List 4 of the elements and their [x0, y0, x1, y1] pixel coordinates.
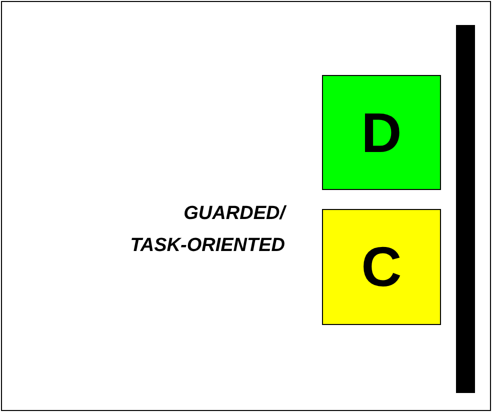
vertical-bar	[456, 25, 475, 393]
category-label: GUARDED/ TASK-ORIENTED	[129, 202, 285, 258]
letter-box: D	[322, 75, 441, 190]
letter-box: C	[322, 209, 441, 325]
